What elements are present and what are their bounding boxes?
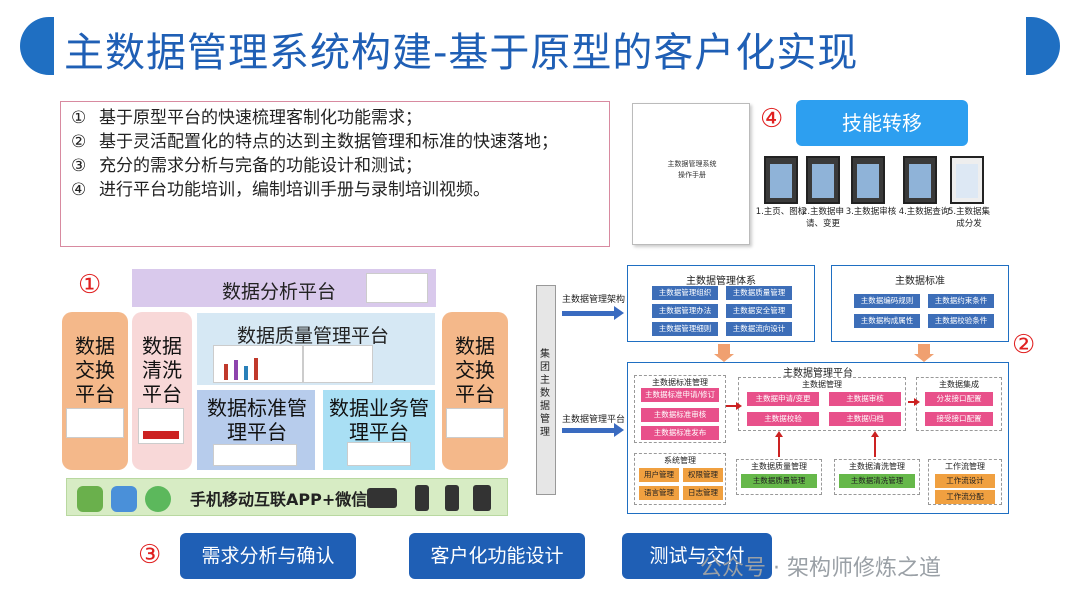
data-cleaning-platform[interactable]: 数据清洗平台 [132, 312, 192, 470]
video-label-2: 2.主数据申请、变更 [801, 207, 845, 229]
std-mgmt-group: 主数据标准管理 主数据标准申请/修订 主数据标准审核 主数据标准发布 [634, 375, 726, 443]
phone-icon [415, 485, 429, 511]
manual-title-line1: 主数据管理系统 [667, 160, 717, 168]
marker-4: ④ [760, 104, 784, 134]
video-thumb-1[interactable] [764, 156, 798, 204]
video-thumb-4[interactable] [903, 156, 937, 204]
mdm-system-box: 主数据管理体系 主数据管理组织 主数据质量管理 主数据管理办法 主数据安全管理 … [627, 265, 815, 342]
apple-icon [111, 486, 137, 512]
down-arrow-system [714, 344, 734, 362]
title-right-cap [1026, 17, 1060, 75]
workflow-mgmt-group: 工作流管理 工作流设计 工作流分配 [928, 459, 1002, 505]
requirements-analysis-button[interactable]: 需求分析与确认 [180, 533, 356, 579]
custom-design-button[interactable]: 客户化功能设计 [409, 533, 585, 579]
mdm-platform-box: 主数据管理平台 主数据标准管理 主数据标准申请/修订 主数据标准审核 主数据标准… [627, 362, 1009, 514]
platform-label: 主数据管理平台 [562, 415, 626, 425]
data-analysis-platform[interactable]: 数据分析平台 [132, 269, 436, 307]
analysis-screenshot [366, 273, 428, 303]
phone-icon-2 [445, 485, 459, 511]
data-standard-platform[interactable]: 数据标准管理平台 [197, 390, 315, 470]
tablet-icon [367, 488, 397, 508]
marker-3: ③ [138, 540, 162, 570]
data-business-platform[interactable]: 数据业务管理平台 [323, 390, 435, 470]
mobile-label: 手机移动互联APP+微信 [190, 490, 368, 509]
page-title: 主数据管理系统构建-基于原型的客户化实现 [64, 30, 859, 76]
video-label-4: 4.主数据查询 [898, 207, 950, 217]
group-mdm-bar: 集团主数据管理 [536, 285, 556, 495]
video-label-1: 1.主页、图标 [755, 207, 807, 217]
platform-arrow [562, 423, 624, 437]
system-mgmt-group: 系统管理 用户管理 权限管理 语言管理 日志管理 [634, 453, 726, 505]
watermark: 公众号 · 架构师修炼之道 [700, 556, 941, 581]
mgmt-group: 主数据管理 主数据申请/变更 主数据审核 主数据校验 主数据归档 [738, 377, 906, 431]
data-quality-platform[interactable]: 数据质量管理平台 [197, 313, 435, 385]
marker-1: ① [78, 270, 102, 300]
skill-transfer-button[interactable]: 技能转移 [796, 100, 968, 146]
integration-group: 主数据集成 分发接口配置 接受接口配置 [916, 377, 1002, 431]
arch-label: 主数据管理架构 [562, 295, 626, 305]
video-thumb-5[interactable] [950, 156, 984, 204]
android-icon [77, 486, 103, 512]
wechat-icon [145, 486, 171, 512]
cleaning-mgmt-group: 主数据清洗管理 主数据清洗管理 [834, 459, 920, 495]
down-arrow-standard [914, 344, 934, 362]
mobile-app-bar[interactable] [66, 478, 508, 516]
operation-manual-thumbnail[interactable]: 主数据管理系统 操作手册 [632, 103, 750, 245]
quality-mgmt-group: 主数据质量管理 主数据质量管理 [736, 459, 822, 495]
manual-title-line2: 操作手册 [678, 171, 706, 179]
video-label-5: 5.主数据集成分发 [947, 207, 991, 229]
arch-arrow [562, 306, 624, 320]
title-left-cap [20, 17, 54, 75]
data-exchange-platform-left[interactable]: 数据交换平台 [62, 312, 128, 470]
test-delivery-button[interactable]: 测试与交付 [622, 533, 772, 579]
video-label-3: 3.主数据审核 [845, 207, 897, 217]
video-thumb-2[interactable] [806, 156, 840, 204]
mdm-standard-box: 主数据标准 主数据编码规则 主数据约束条件 主数据构成属性 主数据校验条件 [831, 265, 1009, 342]
data-exchange-platform-right[interactable]: 数据交换平台 [442, 312, 508, 470]
marker-2: ② [1012, 330, 1036, 360]
video-thumb-3[interactable] [851, 156, 885, 204]
phone-icon-3 [473, 485, 491, 511]
